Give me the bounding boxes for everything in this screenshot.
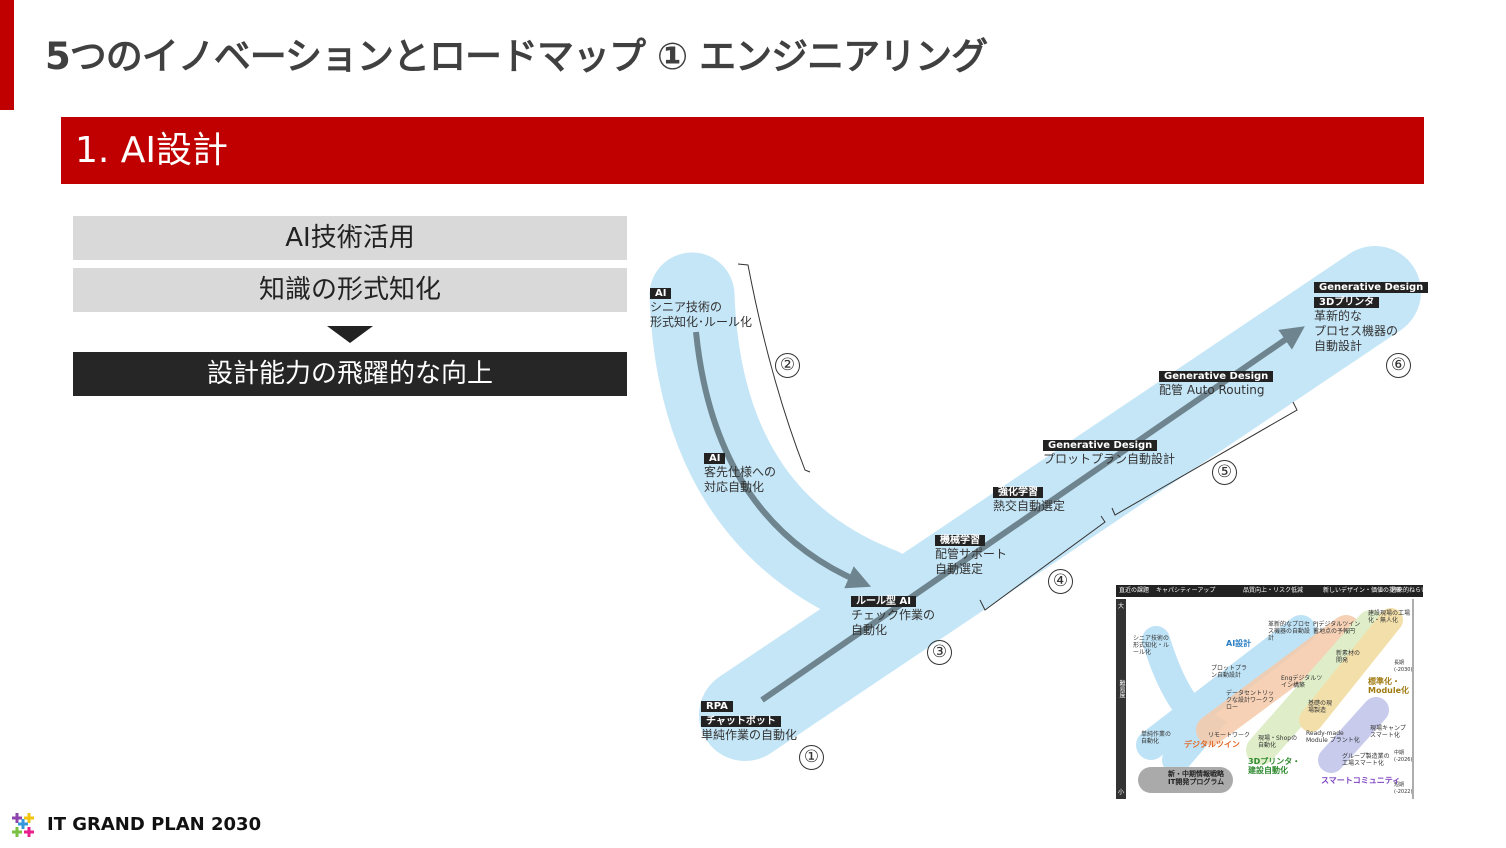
mini-item: Engデジタルツイン構築 — [1281, 675, 1323, 689]
mini-header-4: 将来的ねらい — [1391, 587, 1428, 594]
bracket-2 — [737, 263, 811, 473]
arrow-left — [693, 331, 872, 589]
mini-axis-label: 難易度 — [1118, 680, 1125, 698]
mini-item: PJデジタルツイン 蓄地点の予報円 — [1313, 621, 1361, 635]
mini-header-2: 品質向上・リスク低減 — [1243, 587, 1304, 594]
mini-axis-bottom: 小 — [1118, 789, 1125, 796]
mini-item: 現場・Shopの自動化 — [1258, 735, 1298, 749]
mini-timeline-short: 短期 (-2022) — [1394, 782, 1413, 795]
flow-result: 設計能力の飛躍的な向上 — [73, 352, 627, 396]
page-title: 5つのイノベーションとロードマップ ① エンジニアリング — [45, 35, 988, 78]
mini-item: グループ製造業の工場スマート化 — [1342, 753, 1390, 767]
mini-header-1: キャパシティーアップ — [1156, 587, 1216, 594]
mini-item: 革新的なプロセス機器の自動設計 — [1268, 621, 1311, 642]
mini-item: プロットプラン自動設計 — [1211, 665, 1248, 679]
roadmap-thumbnail: 直近の課題 キャパシティーアップ 品質向上・リスク低減 新しいデザイン・価値の提… — [1116, 585, 1427, 801]
mini-item: 建設現場の工場化・無人化 — [1368, 610, 1411, 624]
flow-step-knowledge: 知識の形式知化 — [73, 268, 627, 312]
node-ml: 機械学習配管サポート自動選定 — [935, 535, 1008, 576]
mini-group-smart: スマートコミュニティ — [1321, 776, 1401, 785]
mini-item: 新素材の開発 — [1336, 650, 1361, 664]
step-number-2: ② — [775, 353, 800, 378]
mini-timeline-mid: 中期 (-2026) — [1394, 750, 1413, 763]
mini-group-it: 新・中期情報戦略 IT開発プログラム — [1168, 770, 1225, 786]
step-number-1: ① — [799, 745, 824, 770]
step-number-6: ⑥ — [1386, 353, 1411, 378]
mini-timeline-long: 長期 (-2030) — [1394, 660, 1413, 673]
mini-group-digital-twin: デジタルツイン — [1184, 740, 1240, 749]
mini-group-ai: AI設計 — [1226, 639, 1252, 648]
section-header: 1. AI設計 — [61, 117, 1424, 184]
mini-item: リモートワーク — [1208, 732, 1251, 739]
bracket-5 — [1111, 401, 1298, 516]
bracket-4 — [979, 515, 1106, 611]
mini-group-module: 標準化・Module化 — [1368, 677, 1410, 695]
mini-header-3: 新しいデザイン・価値の提案 — [1323, 587, 1402, 594]
brand-logo-icon — [12, 813, 34, 837]
footer-brand: IT GRAND PLAN 2030 — [47, 814, 262, 835]
arrow-main — [760, 326, 1305, 703]
step-number-3: ③ — [927, 640, 952, 665]
band-main — [699, 246, 1421, 761]
mini-axis-top: 大 — [1118, 603, 1125, 610]
step-number-5: ⑤ — [1212, 460, 1237, 485]
mini-item: Ready-made Module プラント化 — [1306, 730, 1360, 744]
mini-header-0: 直近の課題 — [1119, 587, 1150, 594]
mini-item: 単純作業の自動化 — [1141, 731, 1172, 745]
accent-bar — [0, 0, 14, 110]
down-arrow-icon — [327, 326, 373, 343]
mini-item: データセントリックな設計ワークフロー — [1226, 690, 1275, 711]
node-rl: 強化学習熱交自動選定 — [993, 487, 1066, 513]
mini-group-3d: 3Dプリンタ・建設自動化 — [1248, 757, 1301, 775]
mini-item: シニア技術の形式知化・ルール化 — [1133, 635, 1170, 656]
flow-step-ai: AI技術活用 — [73, 216, 627, 260]
mini-item: 現場キャンプ スマート化 — [1370, 725, 1406, 739]
step-number-4: ④ — [1048, 569, 1073, 594]
mini-item: 基礎の現場製造 — [1308, 700, 1333, 714]
